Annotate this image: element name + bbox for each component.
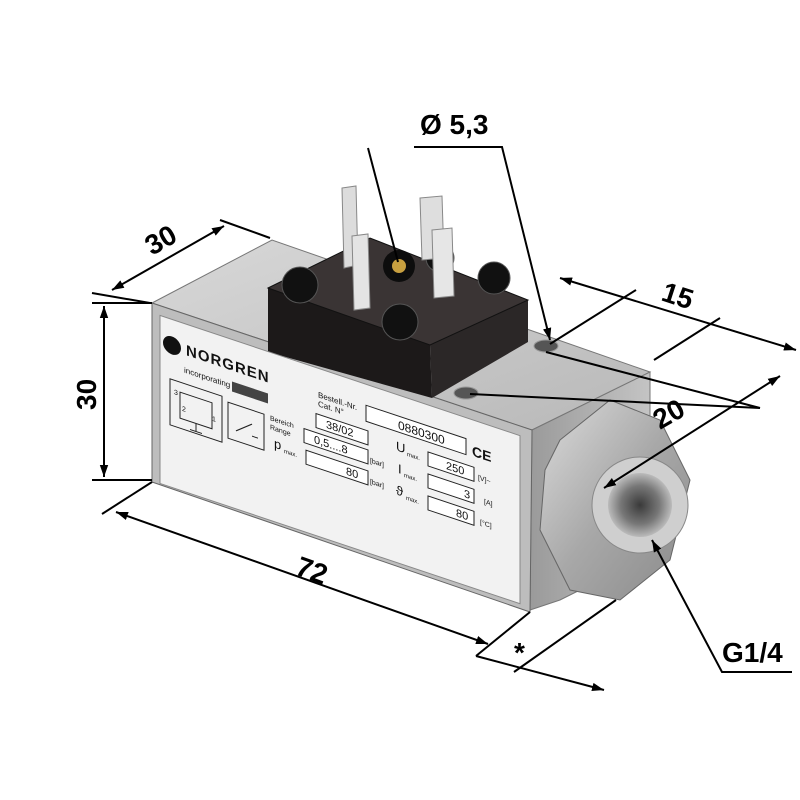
extension-line (475, 611, 531, 657)
connector (266, 185, 530, 398)
imax-box (427, 473, 475, 504)
model-box (315, 412, 369, 446)
connector-body-right (430, 300, 528, 398)
schematic-pin-2: 2 (182, 404, 186, 414)
norgren-logo-icon (163, 335, 181, 355)
extension-line (101, 481, 153, 515)
imax-symbol: I (398, 461, 402, 477)
connector-pin (431, 227, 455, 299)
pmax-value: 80 (346, 466, 358, 482)
pmax-symbol: p (274, 436, 281, 453)
dim-width-top: 30 (140, 219, 182, 261)
dimension-arrow-hole-spacing (559, 277, 797, 351)
umax-unit: [V]~ (478, 473, 491, 486)
dim-asterisk: * (514, 637, 525, 668)
dim-length-bottom: 72 (292, 551, 332, 591)
dimension-arrow-width-top (111, 225, 225, 291)
pmax-sub: max. (284, 448, 297, 459)
dimension-lines (91, 146, 797, 691)
imax-value: 3 (464, 488, 470, 502)
pmax-box (305, 449, 369, 486)
extension-line (91, 292, 151, 304)
schematic-pin-1: 1 (212, 414, 216, 424)
imax-sub: max. (404, 472, 417, 483)
connector-body-side (268, 288, 432, 398)
connector-socket (381, 303, 419, 341)
umax-sub: max. (407, 451, 420, 462)
dimension-arrow-length (115, 511, 489, 645)
tmax-symbol: ϑ (396, 483, 404, 500)
connector-socket (477, 261, 511, 295)
connector-center-brass (392, 259, 406, 273)
dim-hole-diameter: Ø 5,3 (420, 109, 488, 140)
ce-mark: CE (472, 444, 492, 466)
dimension-arrow-asterisk (475, 655, 605, 691)
dimension-arrow-hole-offset (603, 375, 781, 489)
thread-bore-inner (608, 473, 672, 537)
range-box (303, 427, 369, 465)
umax-box (427, 451, 475, 482)
leader-thread (651, 539, 792, 673)
connector-socket (281, 266, 319, 304)
mounting-hole-front (453, 386, 479, 400)
dim-height-left: 30 (71, 379, 102, 410)
extension-line (219, 219, 271, 239)
herion-logo (232, 381, 268, 404)
umax-symbol: U (396, 439, 405, 457)
imax-unit: [A] (484, 497, 493, 509)
tmax-sub: max. (406, 495, 419, 506)
dim-thread: G1/4 (722, 637, 783, 668)
switch-schematic (169, 378, 265, 451)
part-number-box (365, 404, 467, 456)
schematic-pin-3: 3 (174, 387, 178, 397)
connector-pin (351, 233, 371, 311)
leader-hole-diameter (414, 146, 552, 341)
leader-connector (367, 147, 399, 263)
extension-line (513, 599, 617, 673)
connector-top (266, 237, 530, 346)
